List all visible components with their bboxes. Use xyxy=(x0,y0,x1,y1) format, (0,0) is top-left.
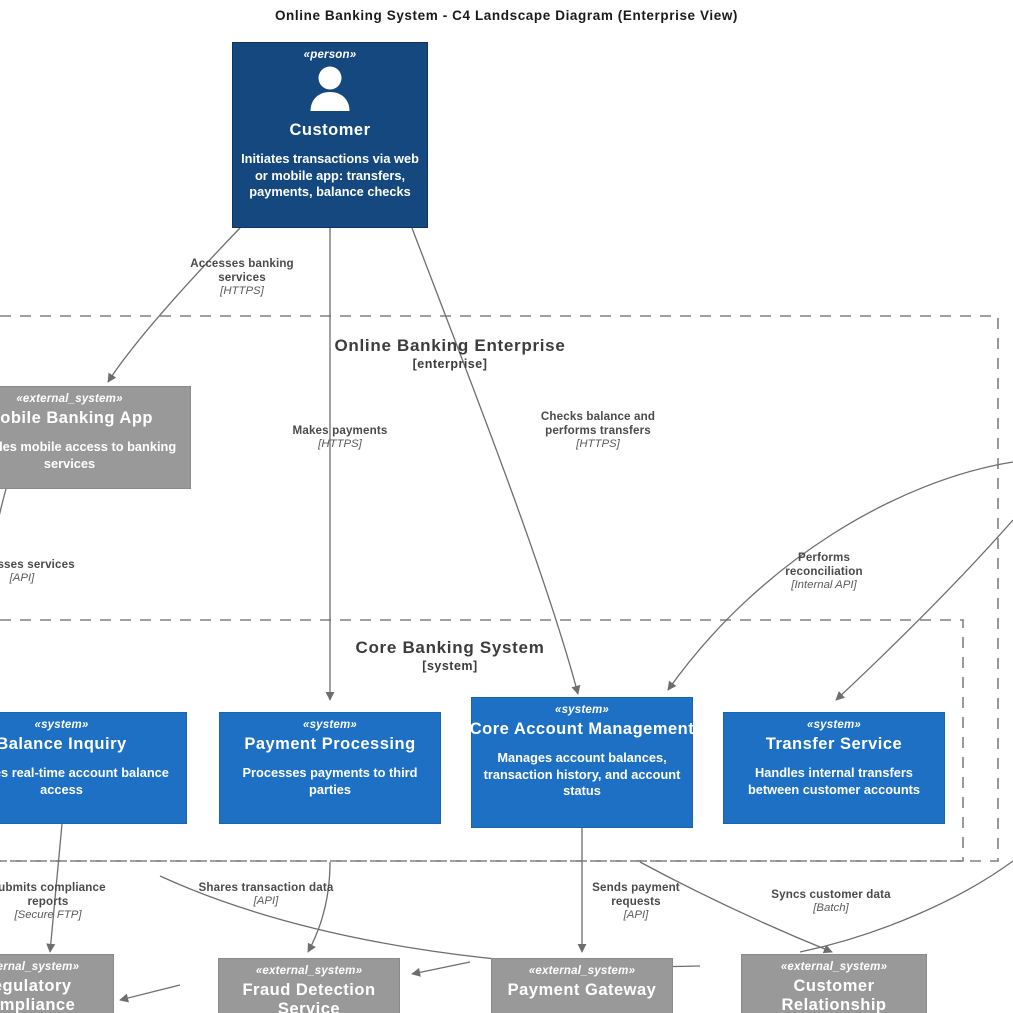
edge-label-sends-payment-requests: Sends payment requests [API] xyxy=(570,881,702,923)
edge-customer-to-core-account-management xyxy=(411,227,581,695)
fraud-detection-service-name: Fraud Detection Service xyxy=(242,980,376,1013)
boundary-enterprise-type: [enterprise] xyxy=(412,357,488,371)
edge-label-performs-reconciliation: Performs reconciliation [Internal API] xyxy=(758,551,890,593)
edge-label-makes-payments: Makes payments [HTTPS] xyxy=(266,424,414,452)
edge-label-accesses-services: Accesses services [API] xyxy=(0,558,96,586)
edge-label-accesses-banking-services: Accesses banking services [HTTPS] xyxy=(168,257,316,299)
node-payment-gateway[interactable]: «external_system» Payment Gateway xyxy=(491,958,673,1013)
boundary-label-core-banking: Core Banking System [system] xyxy=(250,638,650,673)
edge-label-shares-transaction-data: Shares transaction data [API] xyxy=(192,881,340,909)
edge-label-text: Sends payment requests xyxy=(592,881,680,909)
boundary-enterprise-title: Online Banking Enterprise xyxy=(334,336,566,355)
edge-label-submits-compliance-reports: Submits compliance reports [Secure FTP] xyxy=(0,881,122,923)
fraud-detection-service-stereotype: «external_system» xyxy=(255,965,363,977)
edge-label-tech: [Secure FTP] xyxy=(14,909,82,922)
node-transfer-service[interactable]: «system» Transfer Service Handles intern… xyxy=(723,712,945,824)
balance-inquiry-name: Balance Inquiry xyxy=(0,734,127,753)
payment-processing-name: Payment Processing xyxy=(244,734,416,753)
boundary-label-enterprise: Online Banking Enterprise [enterprise] xyxy=(250,336,650,371)
edge-label-text: Checks balance and performs transfers xyxy=(540,410,656,438)
transfer-service-stereotype: «system» xyxy=(806,719,862,731)
balance-inquiry-stereotype: «system» xyxy=(34,719,89,731)
edge-label-text: Accesses services xyxy=(0,558,75,571)
core-account-management-description: Manages account balances, transaction hi… xyxy=(483,750,681,799)
boundary-core-banking-title: Core Banking System xyxy=(355,638,545,657)
edge-label-tech: [HTTPS] xyxy=(220,285,264,298)
edge-label-text: Syncs customer data xyxy=(771,888,891,901)
node-core-account-management[interactable]: «system» Core Account Management Manages… xyxy=(469,697,695,828)
edge-label-tech: [HTTPS] xyxy=(318,438,362,451)
person-icon xyxy=(307,65,353,118)
customer-description: Initiates transactions via web or mobile… xyxy=(241,151,419,200)
edge-label-tech: [HTTPS] xyxy=(576,438,620,451)
edge-label-tech: [API] xyxy=(253,895,279,908)
transfer-service-name: Transfer Service xyxy=(765,734,903,753)
mobile-banking-app-description: Provides mobile access to banking servic… xyxy=(0,439,177,471)
core-account-management-name: Core Account Management xyxy=(469,719,695,738)
edge-label-text: Makes payments xyxy=(292,424,388,437)
core-account-management-stereotype: «system» xyxy=(554,704,610,716)
edge-label-checks-balance-performs-transfers: Checks balance and performs transfers [H… xyxy=(520,410,676,452)
customer-relationship-name: Customer Relationship xyxy=(781,976,887,1013)
edge-label-text: Accesses banking services xyxy=(190,257,294,285)
edge-label-text: Submits compliance reports xyxy=(0,881,106,909)
payment-processing-stereotype: «system» xyxy=(302,719,358,731)
regulatory-compliance-engine-stereotype: «external_system» xyxy=(0,961,80,973)
edge-label-tech: [API] xyxy=(623,909,649,922)
edge-label-text: Performs reconciliation xyxy=(785,551,863,579)
edge-mobile-banking-app-to-balance-inquiry xyxy=(0,488,7,516)
mobile-banking-app-name: Mobile Banking App xyxy=(0,408,153,427)
edge-label-tech: [Batch] xyxy=(813,902,849,915)
edge-label-text: Shares transaction data xyxy=(198,881,334,894)
customer-relationship-stereotype: «external_system» xyxy=(780,961,888,973)
payment-gateway-name: Payment Gateway xyxy=(507,980,657,999)
node-mobile-banking-app[interactable]: «external_system» Mobile Banking App Pro… xyxy=(0,386,191,489)
edge-customer-to-mobile-banking-app xyxy=(107,227,241,383)
node-fraud-detection-service[interactable]: «external_system» Fraud Detection Servic… xyxy=(218,958,400,1013)
page-title: Online Banking System - C4 Landscape Dia… xyxy=(274,8,739,23)
edge-label-tech: [API] xyxy=(9,572,35,585)
customer-stereotype: «person» xyxy=(303,49,357,61)
balance-inquiry-description: Provides real-time account balance acces… xyxy=(0,765,169,797)
edge-into-fraud-detection-right xyxy=(411,961,471,977)
mobile-banking-app-stereotype: «external_system» xyxy=(16,393,123,405)
edge-label-tech: [Internal API] xyxy=(791,579,857,592)
payment-gateway-stereotype: «external_system» xyxy=(528,965,636,977)
regulatory-compliance-engine-name: Regulatory Compliance Engine xyxy=(0,976,76,1013)
customer-name: Customer xyxy=(289,120,371,139)
payment-processing-description: Processes payments to third parties xyxy=(242,765,418,797)
edge-label-syncs-customer-data: Syncs customer data [Batch] xyxy=(742,888,920,916)
edge-into-regulatory-compliance xyxy=(119,984,181,1003)
boundary-core-banking-type: [system] xyxy=(422,659,478,673)
node-regulatory-compliance-engine[interactable]: «external_system» Regulatory Compliance … xyxy=(0,954,114,1013)
node-payment-processing[interactable]: «system» Payment Processing Processes pa… xyxy=(219,712,441,824)
transfer-service-description: Handles internal transfers between custo… xyxy=(747,765,921,797)
node-balance-inquiry[interactable]: «system» Balance Inquiry Provides real-t… xyxy=(0,712,187,824)
node-customer-relationship[interactable]: «external_system» Customer Relationship xyxy=(741,954,927,1013)
edge-external-to-transfer-service xyxy=(835,519,1013,701)
node-customer[interactable]: «person» Customer Initiates transactions… xyxy=(232,42,428,228)
